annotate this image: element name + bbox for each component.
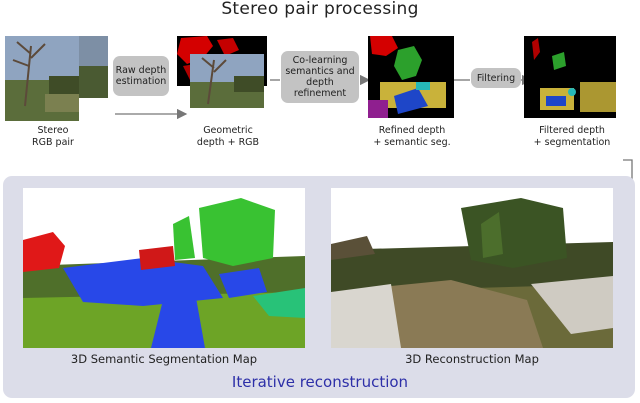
semantic-segmentation-map [23,188,305,348]
diagram-title: Stereo pair processing [221,0,419,19]
panel-title: Iterative reconstruction [231,373,409,391]
refined-depth-frame [368,36,454,118]
process-label: Raw depth estimation [115,65,167,87]
process-raw-depth-estimation: Raw depth estimation [113,56,169,96]
reconstruction-map-label: 3D Reconstruction Map [405,352,539,366]
semantic-map-label: 3D Semantic Segmentation Map [70,352,258,366]
process-label: Filtering [476,72,516,84]
filtered-depth-frame [524,36,616,118]
process-colearning: Co-learning semantics and depth refineme… [281,51,359,103]
stage-caption-filtered: Filtered depth + segmentation [533,125,611,148]
stereo-front-frame [5,36,79,121]
stage-caption-refined: Refined depth + semantic seg. [373,125,451,148]
stage-caption-stereo: Stereo RGB pair [32,125,74,148]
process-filtering: Filtering [471,68,521,88]
geometric-rgb-frame [190,54,264,108]
stage-caption-geometric: Geometric depth + RGB [196,125,260,148]
process-label: Co-learning semantics and depth refineme… [285,55,355,99]
reconstruction-map [331,188,613,348]
